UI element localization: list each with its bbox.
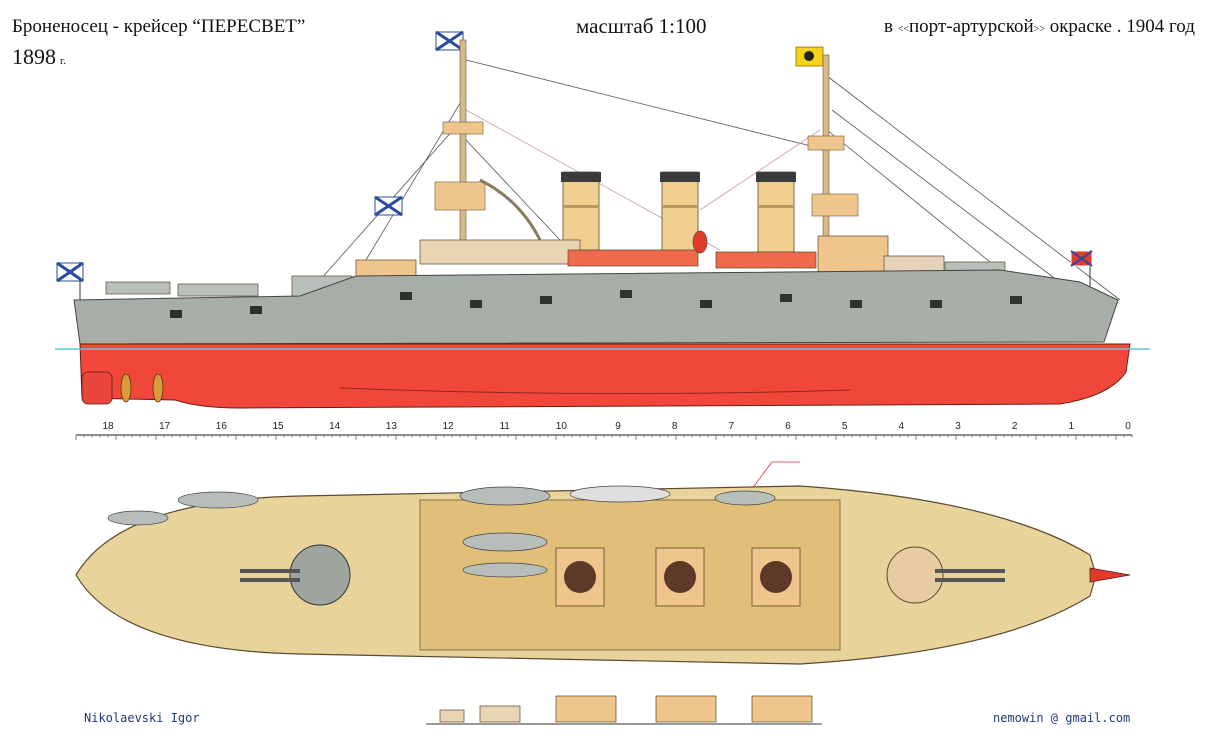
frame-label: 9 <box>615 421 621 432</box>
frame-label: 8 <box>672 421 678 432</box>
frame-label: 6 <box>785 421 791 432</box>
frame-label: 2 <box>1012 421 1018 432</box>
build-year-suffix: г. <box>60 55 67 67</box>
ram-bow <box>1089 567 1131 583</box>
frame-label: 18 <box>102 421 114 432</box>
livery-suffix: окраске . 1904 год <box>1049 16 1195 37</box>
livery-prefix: в <box>884 16 893 37</box>
deck-plan <box>75 461 1131 725</box>
scale-label: масштаб 1:100 <box>576 14 707 38</box>
boats <box>107 485 776 578</box>
bilge-keel <box>339 387 851 395</box>
livery-close-quote: >> <box>1033 24 1045 35</box>
funnel-aft <box>561 171 601 251</box>
drawing-title: Броненосец - крейсер “ПЕРЕСВЕТ” <box>12 16 306 37</box>
frame-label: 7 <box>729 421 735 432</box>
imperial-standard-flag <box>795 46 824 67</box>
author-credit: Nikolaevski Igor <box>84 711 200 725</box>
livery-label: в <<порт-артурской>> окраске . 1904 год <box>884 16 1195 38</box>
main-mast <box>434 39 542 251</box>
frame-label: 17 <box>159 421 171 432</box>
gaff-flag <box>374 195 403 217</box>
frame-label: 13 <box>386 421 398 432</box>
frame-label: 15 <box>272 421 284 432</box>
stern-flag <box>56 261 84 300</box>
hull-underwater <box>79 343 1131 409</box>
hull-ports <box>170 290 1022 318</box>
author-email: nemowin @ gmail.com <box>993 711 1131 725</box>
livery-open-quote: << <box>897 24 910 35</box>
hull-topside <box>73 269 1119 345</box>
turrets <box>240 544 1005 606</box>
leader-line <box>753 461 773 487</box>
frame-label: 3 <box>955 421 961 432</box>
frame-label: 0 <box>1125 421 1131 432</box>
build-year-value: 1898 <box>12 44 56 69</box>
mainmast-flag <box>435 30 464 52</box>
livery-name: порт-артурской <box>909 16 1034 37</box>
scale-ticks <box>75 435 1133 440</box>
stern-gear <box>81 371 164 405</box>
superstructure <box>105 230 1006 299</box>
frame-label: 12 <box>442 421 454 432</box>
frame-label: 5 <box>842 421 848 432</box>
frame-label: 10 <box>556 421 568 432</box>
funnel-fore <box>756 171 796 253</box>
frame-label: 11 <box>499 421 510 432</box>
fore-mast <box>807 54 859 256</box>
frame-label: 1 <box>1069 421 1075 432</box>
frame-label: 16 <box>216 421 228 432</box>
frame-label: 4 <box>899 421 905 432</box>
build-year: 1898 г. <box>12 44 66 70</box>
jack-flag <box>1070 250 1093 290</box>
funnel-sections <box>426 695 822 725</box>
funnel-tops <box>555 547 801 607</box>
frame-label: 14 <box>329 421 341 432</box>
